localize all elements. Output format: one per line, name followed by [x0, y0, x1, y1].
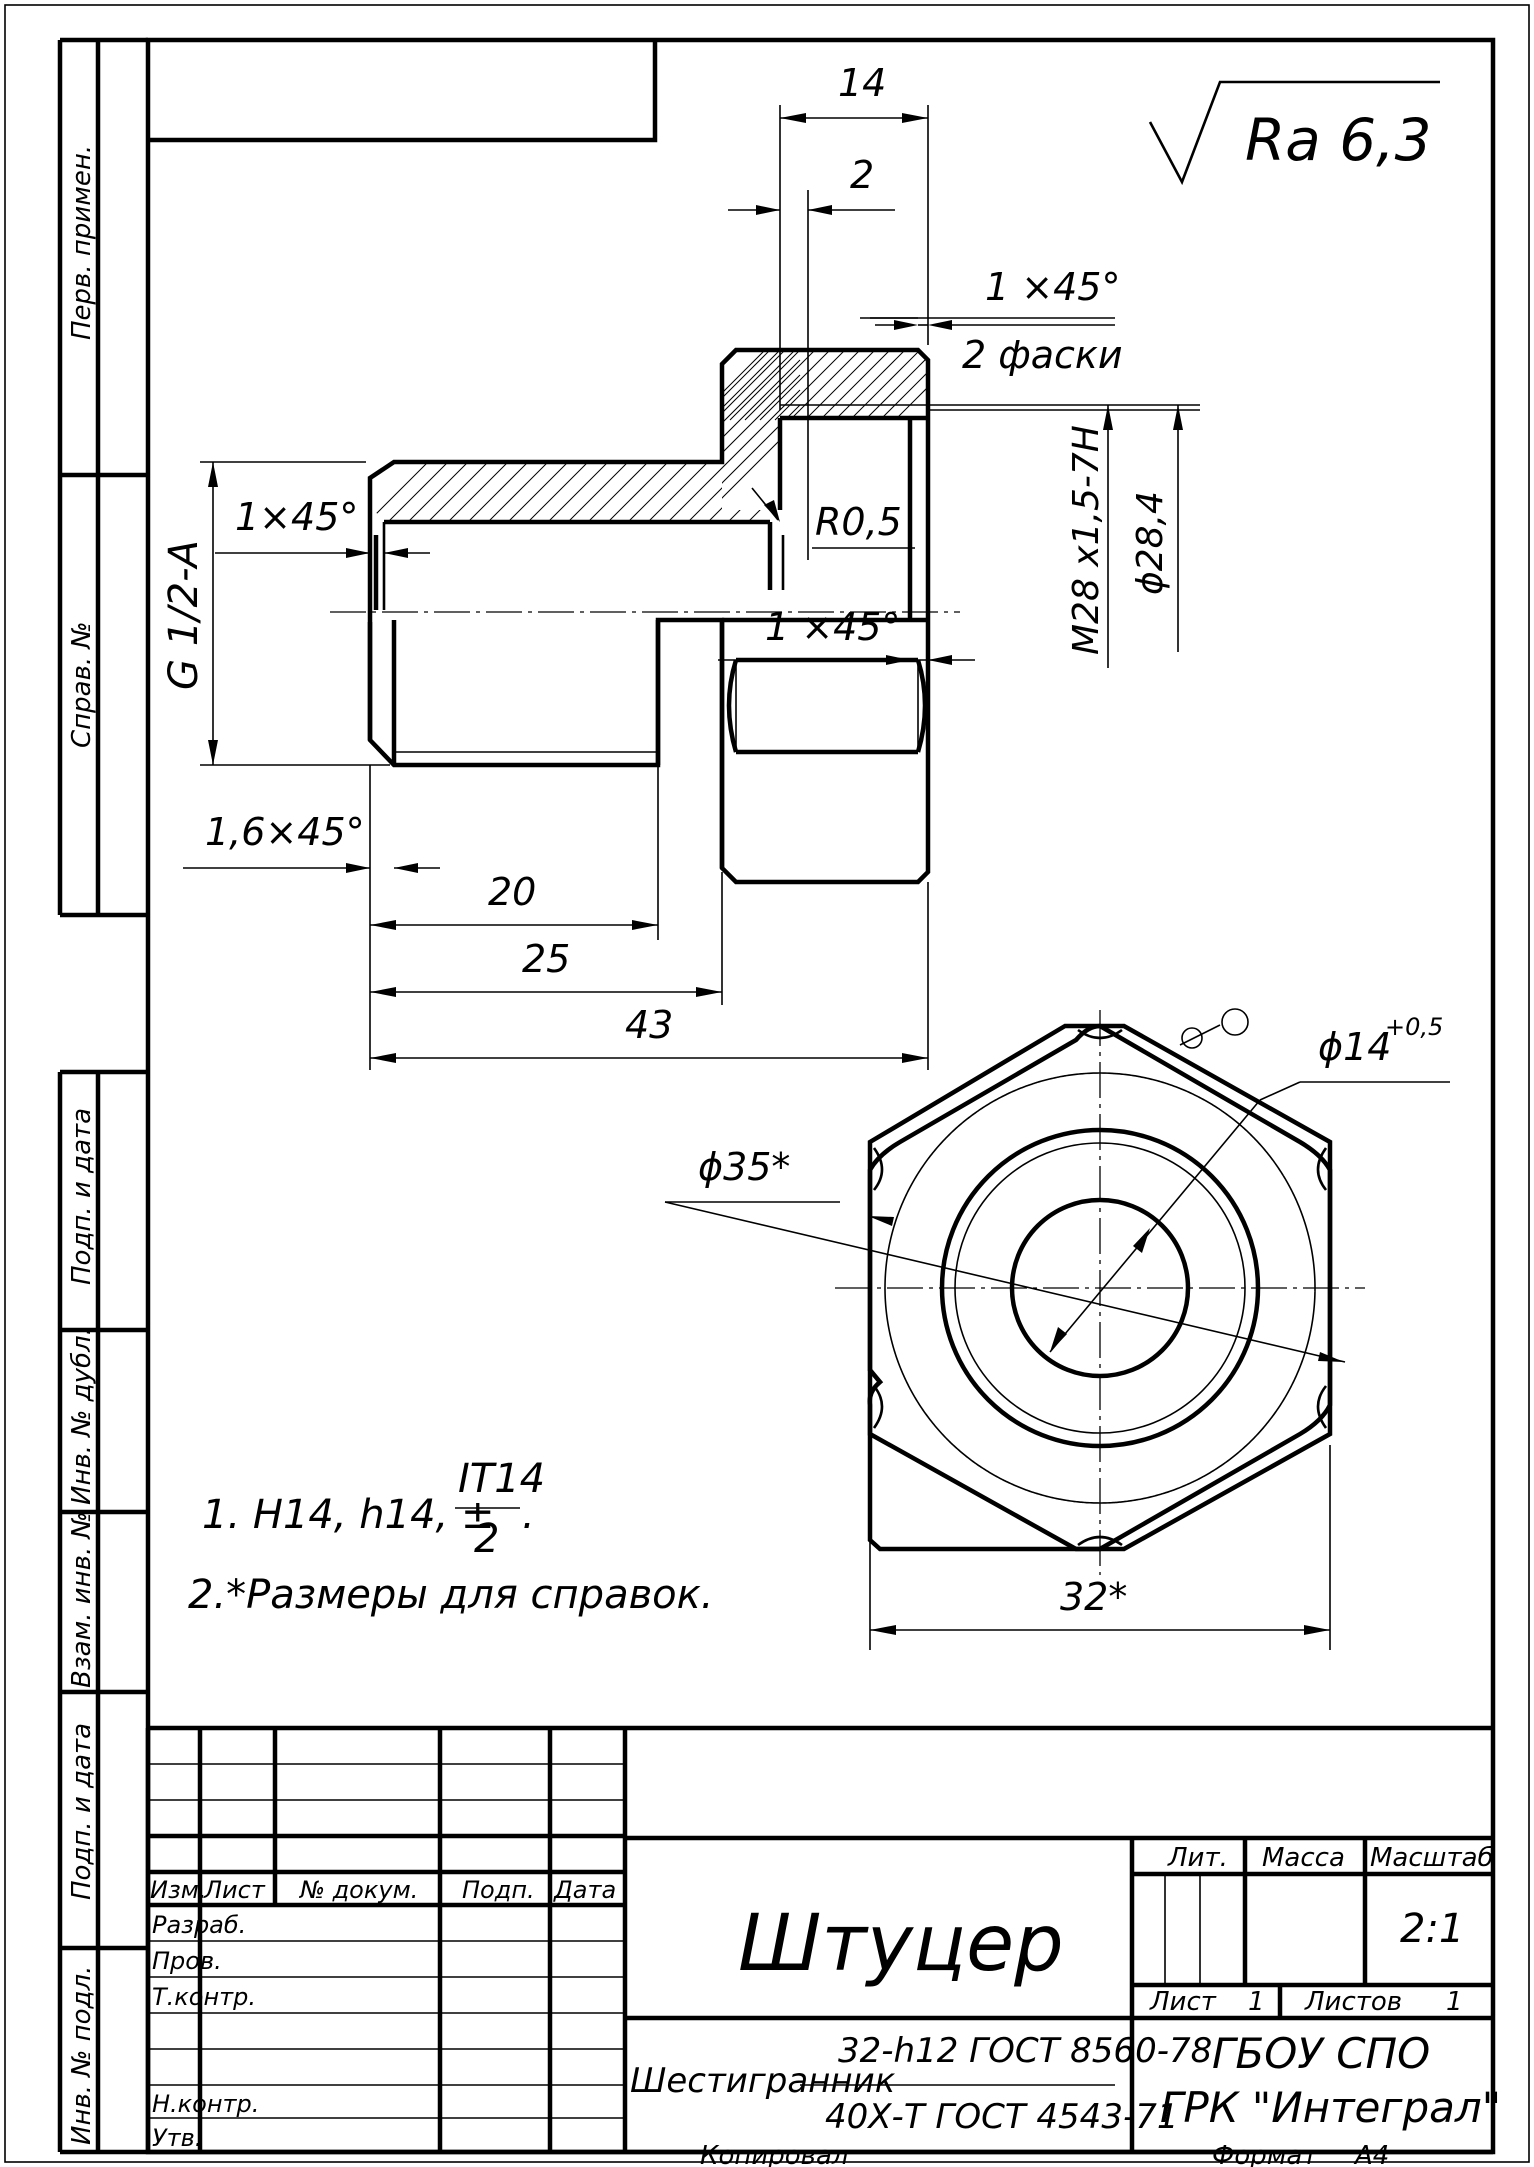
- tb-utv: Утв.: [152, 2124, 202, 2152]
- stamp-inv-dubl: Инв. № дубл.: [67, 1327, 97, 1505]
- tb-nkontr: Н.контр.: [152, 2090, 259, 2118]
- tb-material-line2: 40Х-Т ГОСТ 4543-71: [825, 2097, 1178, 2137]
- dim-chamfer-bottom: 1,6×45°: [205, 810, 365, 854]
- end-view: [835, 1010, 1365, 1575]
- tb-col-izm: Изм.: [150, 1876, 206, 1904]
- stamp-podp-data-bottom: Подп. и дата: [67, 1723, 97, 1900]
- footer-format-value: А4: [1353, 2141, 1389, 2167]
- technical-notes: 1. H14, h14, ± IT14 2 . 2.*Размеры для с…: [188, 1456, 714, 1618]
- tb-material-label: Шестигранник: [630, 2061, 896, 2101]
- tb-org-line1: ГБОУ СПО: [1212, 2029, 1430, 2078]
- dim-chamfer-inner: 1 ×45°: [765, 605, 900, 649]
- tb-listov-label: Листов: [1304, 1987, 1402, 2017]
- dim-thread-internal: M28 x1,5-7H: [1066, 425, 1107, 655]
- side-stamp-labels: Перв. примен. Справ. № Подп. и дата Инв.…: [67, 145, 97, 2145]
- note-1-dot: .: [522, 1492, 535, 1538]
- dim-len-43: 43: [625, 1003, 673, 1047]
- dim-chamfer-top: 1 ×45°: [985, 265, 1120, 309]
- dim-flats-32: 32*: [1060, 1575, 1127, 1619]
- tb-prov: Пров.: [152, 1947, 222, 1975]
- tb-lit: Лит.: [1167, 1843, 1228, 1873]
- dim-chamfer-top-note: 2 фаски: [962, 333, 1123, 377]
- tb-col-list: Лист: [203, 1876, 266, 1904]
- dim-thread-pipe: G 1/2-A: [161, 540, 207, 690]
- tb-massa: Масса: [1262, 1843, 1345, 1873]
- dim-len-20: 20: [488, 870, 536, 914]
- stamp-vzam-inv: Взам. инв. №: [67, 1511, 97, 1688]
- end-dimensions: ϕ14 +0,5 ϕ35* 32*: [664, 1008, 1450, 1650]
- tb-scale: 2:1: [1400, 1906, 1464, 1952]
- sheet-footer: Копировал Формат А4: [700, 2141, 1389, 2167]
- tb-tkontr: Т.контр.: [152, 1983, 256, 2011]
- dim-chamfer-left: 1×45°: [235, 495, 358, 539]
- tb-org-line2: ГРК "Интеграл": [1160, 2083, 1501, 2132]
- note-1-prefix: 1. H14, h14, ±: [202, 1492, 494, 1538]
- note-1-denominator: 2: [474, 1516, 499, 1562]
- stamp-sprav-no: Справ. №: [67, 622, 97, 748]
- title-block: [145, 1725, 1493, 2155]
- stamp-perv-primen: Перв. примен.: [67, 145, 97, 340]
- stamp-podp-data-top: Подп. и дата: [67, 1108, 97, 1285]
- dim-len-25: 25: [522, 937, 570, 981]
- roughness-value: Ra 6,3: [1245, 106, 1432, 174]
- part-name: Штуцер: [738, 1899, 1064, 1989]
- dim-diam-14: ϕ14: [1318, 1025, 1391, 1069]
- section-hatch: [370, 350, 928, 522]
- footer-format-label: Формат: [1212, 2141, 1318, 2167]
- left-side-stamps: [57, 37, 148, 2155]
- dim-diam-14-tol: +0,5: [1385, 1013, 1443, 1041]
- tb-list-label: Лист: [1149, 1987, 1217, 2017]
- front-dimensions: 14 2 1 ×45° 2 фаски M28 x1,5-7H ϕ28,4 1×…: [161, 61, 1200, 1070]
- roughness-symbol: Ra 6,3: [1148, 80, 1440, 186]
- dim-diam-28-4: ϕ28,4: [1130, 491, 1171, 595]
- dim-radius: R0,5: [815, 500, 902, 544]
- dim-2: 2: [850, 153, 874, 197]
- tb-masshtab: Масштаб: [1370, 1843, 1494, 1873]
- tb-listov-num: 1: [1446, 1987, 1463, 2017]
- note-2: 2.*Размеры для справок.: [188, 1572, 714, 1618]
- tb-material-line1: 32-h12 ГОСТ 8560-78: [838, 2031, 1212, 2071]
- front-view: [330, 347, 960, 885]
- tb-col-data: Дата: [553, 1876, 616, 1904]
- dim-diam-35: ϕ35*: [698, 1145, 790, 1189]
- tb-list-num: 1: [1248, 1987, 1265, 2017]
- tb-col-podp: Подп.: [462, 1876, 535, 1904]
- note-1-numerator: IT14: [458, 1456, 545, 1502]
- title-block-text: Изм. Лист № докум. Подп. Дата Разраб. Пр…: [150, 1843, 1501, 2152]
- dim-14: 14: [838, 61, 886, 105]
- footer-kopiroval: Копировал: [700, 2141, 849, 2167]
- stamp-inv-podl: Инв. № подл.: [67, 1966, 97, 2145]
- tb-col-dokum: № докум.: [298, 1876, 418, 1904]
- tb-razrab: Разраб.: [152, 1911, 246, 1939]
